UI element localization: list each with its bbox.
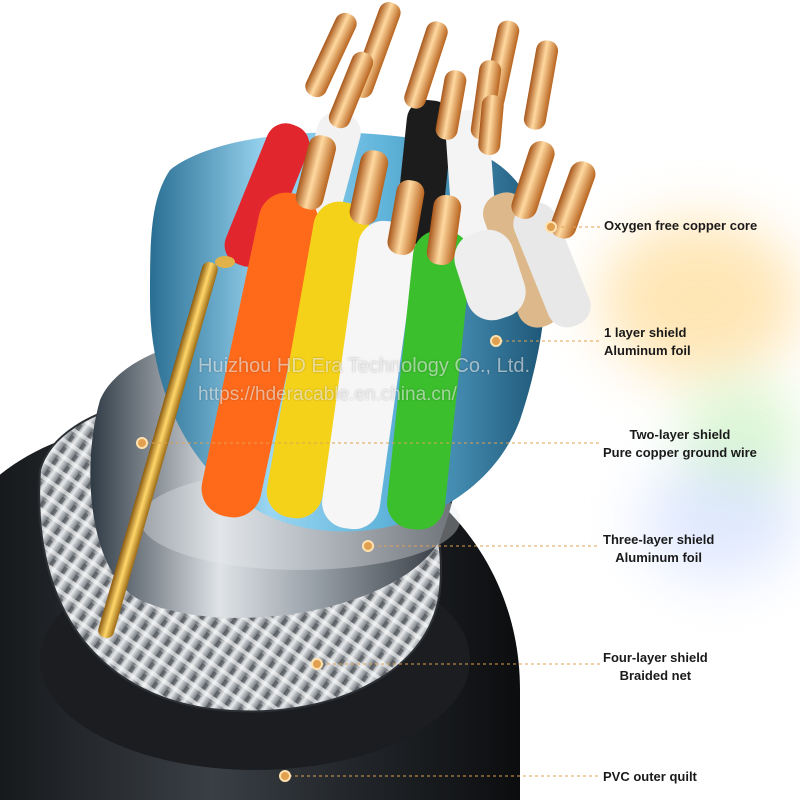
copper-ground-wire	[98, 256, 235, 638]
callout-line: Braided net	[619, 668, 692, 683]
back-copper-ends	[305, 2, 559, 156]
callout-line: Two-layer shield	[629, 427, 731, 442]
callout-leaders	[136, 221, 600, 782]
front-colored-wires	[201, 192, 526, 530]
callout-line: Four-layer shield	[603, 650, 708, 665]
callout-1-layer-shield: 1 layer shield Aluminum foil	[604, 324, 691, 360]
callout-three-layer-shield: Three-layer shield Aluminum foil	[603, 531, 714, 567]
callout-line: Aluminum foil	[615, 550, 702, 565]
callout-two-layer-shield: Two-layer shield Pure copper ground wire	[603, 426, 757, 462]
callout-line: Oxygen free copper core	[604, 218, 758, 233]
callout-oxygen-free-copper-core: Oxygen free copper core	[604, 217, 757, 235]
front-copper-ends	[295, 135, 596, 266]
callout-line: 1 layer shield	[604, 325, 687, 340]
callout-line: Pure copper ground wire	[603, 445, 757, 460]
callout-line: Three-layer shield	[603, 532, 715, 547]
glow-blue	[640, 460, 800, 580]
glow-yellow	[600, 220, 800, 380]
callout-pvc-outer-quilt: PVC outer quilt	[603, 768, 697, 786]
watermark-company: Huizhou HD Era Technology Co., Ltd.	[198, 355, 531, 377]
callout-line: Aluminum foil	[604, 343, 691, 358]
callout-line: PVC outer quilt	[603, 769, 697, 784]
callout-four-layer-shield: Four-layer shield Braided net	[603, 649, 708, 685]
watermark-url: https://hderacable.en.china.cn/	[198, 384, 457, 405]
